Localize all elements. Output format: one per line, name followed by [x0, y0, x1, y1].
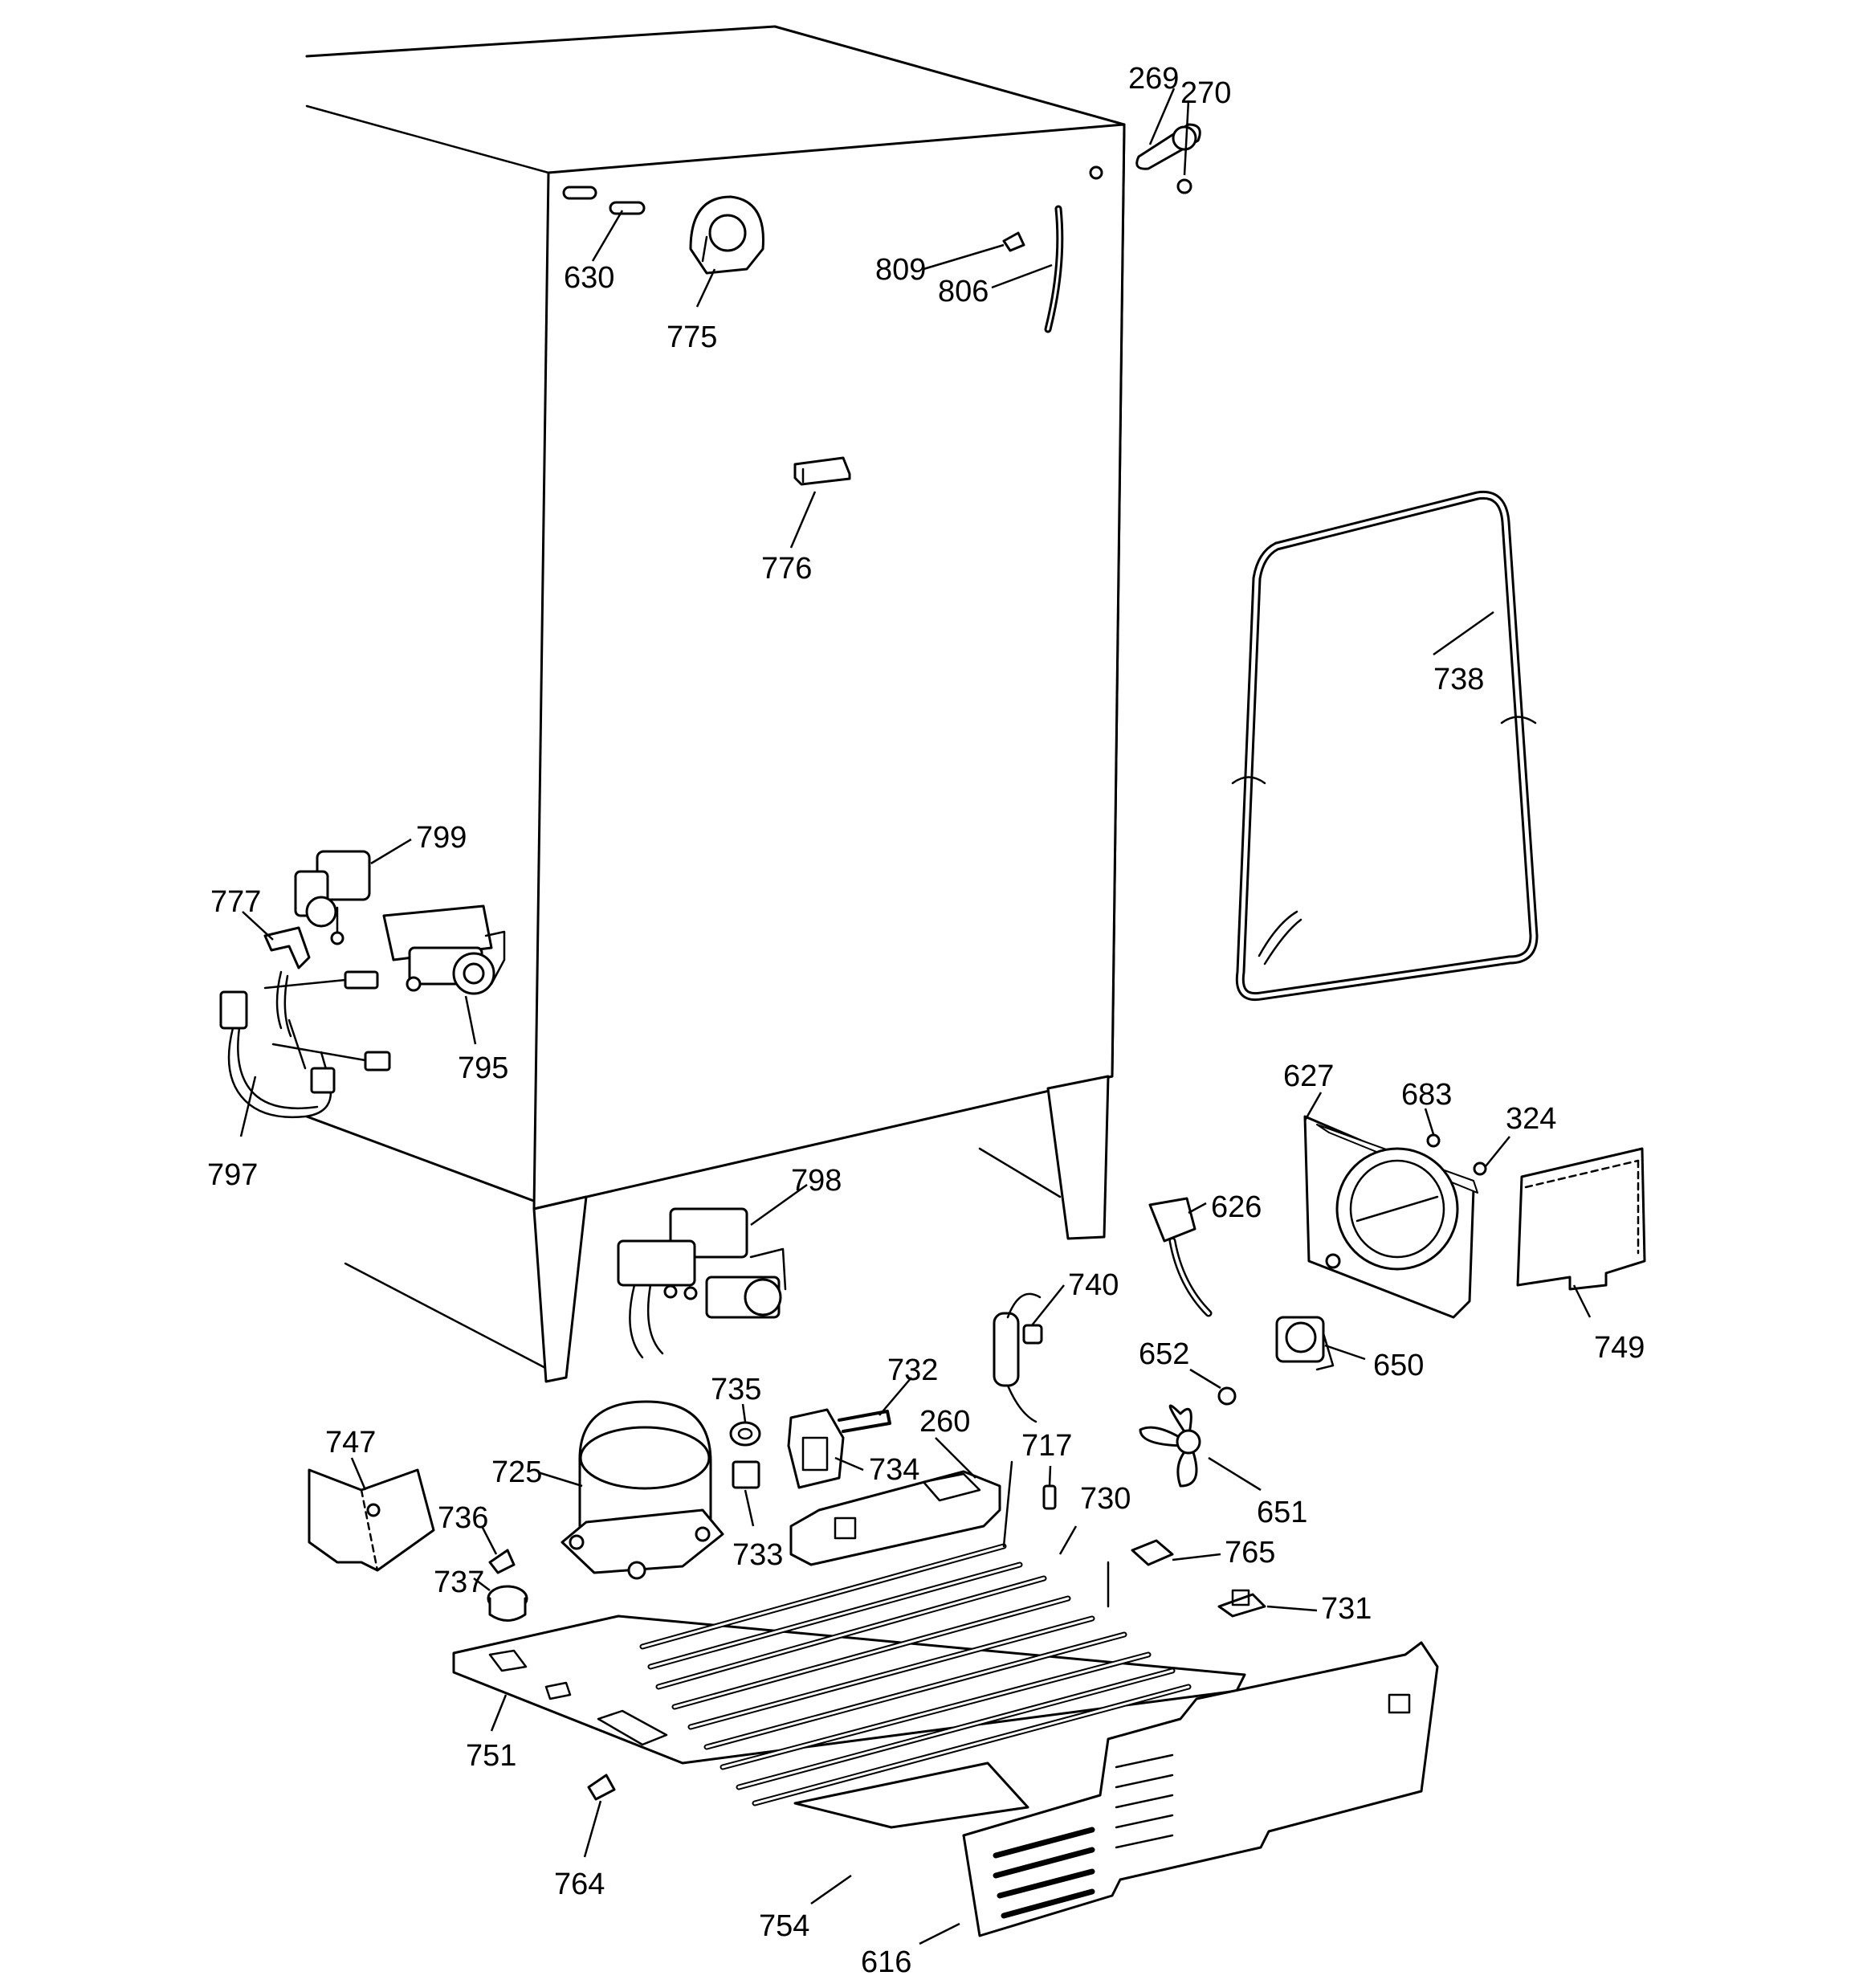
- callout-731: 731: [1321, 1592, 1372, 1626]
- part-269-cam: [1135, 123, 1201, 194]
- callout-738: 738: [1433, 663, 1484, 696]
- part-627-shroud: [1303, 1115, 1478, 1319]
- part-733-relay: [732, 1460, 760, 1489]
- callout-775: 775: [667, 320, 717, 354]
- callout-733: 733: [732, 1538, 783, 1572]
- part-737-grommet: [487, 1585, 528, 1622]
- part-731-bracket: [1217, 1589, 1266, 1618]
- callout-747: 747: [325, 1426, 376, 1459]
- callout-652: 652: [1139, 1337, 1189, 1371]
- callout-777: 777: [210, 885, 261, 919]
- callout-751: 751: [466, 1739, 516, 1773]
- part-630-slots: [562, 186, 646, 215]
- callout-730: 730: [1080, 1482, 1131, 1516]
- part-764-clip: [587, 1774, 616, 1801]
- part-799-valve: [294, 850, 371, 945]
- cabinet: [305, 25, 1126, 1383]
- part-806-tube: [1044, 205, 1064, 333]
- callout-764: 764: [554, 1868, 605, 1901]
- callout-626: 626: [1211, 1190, 1262, 1224]
- part-809-screw: [1002, 231, 1025, 252]
- callout-754: 754: [759, 1909, 809, 1943]
- callout-740: 740: [1068, 1268, 1119, 1302]
- part-324-screw: [1473, 1161, 1487, 1176]
- callout-736: 736: [438, 1501, 488, 1535]
- callout-630: 630: [564, 261, 614, 295]
- callout-627: 627: [1283, 1059, 1334, 1093]
- part-735-grommet: [729, 1421, 761, 1447]
- part-776-block: [793, 456, 851, 486]
- part-683-screw: [1426, 1133, 1441, 1148]
- part-795-valve: [382, 904, 506, 995]
- callout-749: 749: [1594, 1331, 1645, 1365]
- callout-717: 717: [1021, 1429, 1072, 1463]
- part-730-condenser: [639, 1460, 1192, 1806]
- leader-lines: [239, 88, 1592, 1945]
- callout-806: 806: [938, 275, 989, 308]
- callout-798: 798: [791, 1164, 842, 1198]
- part-777-bracket: [263, 926, 311, 970]
- callout-324: 324: [1506, 1102, 1556, 1136]
- callout-735: 735: [711, 1373, 761, 1406]
- part-740-capacitor: [993, 1292, 1043, 1423]
- part-732-bracket: [838, 1410, 891, 1433]
- callout-795: 795: [458, 1051, 508, 1085]
- callout-776: 776: [761, 552, 812, 586]
- callout-725: 725: [491, 1455, 542, 1489]
- callout-765: 765: [1225, 1536, 1275, 1570]
- part-734-overload: [787, 1408, 845, 1489]
- callout-734: 734: [869, 1453, 919, 1487]
- part-725-compressor: [561, 1400, 724, 1580]
- callout-260: 260: [919, 1405, 970, 1439]
- part-652-nut: [1217, 1386, 1237, 1406]
- callout-270: 270: [1180, 76, 1231, 110]
- callout-809: 809: [875, 253, 926, 287]
- callout-799: 799: [416, 821, 467, 855]
- part-738-heater-loop: [1231, 490, 1539, 1002]
- callout-797: 797: [207, 1158, 258, 1192]
- callout-737: 737: [434, 1565, 484, 1599]
- part-797-harness: [219, 970, 391, 1119]
- callout-651: 651: [1257, 1496, 1307, 1529]
- callouts: 269 270 630 775 809 806 776 738 799 777 …: [207, 62, 1645, 1979]
- part-616-grille: [962, 1641, 1439, 1937]
- part-651-fan-blade: [1139, 1404, 1201, 1488]
- part-749-panel: [1516, 1147, 1646, 1291]
- part-775-bracket: [689, 195, 764, 275]
- callout-683: 683: [1401, 1078, 1452, 1112]
- callout-616: 616: [861, 1945, 911, 1979]
- callout-732: 732: [887, 1353, 938, 1387]
- part-765-clip: [1131, 1539, 1174, 1566]
- part-747-cover: [308, 1468, 435, 1572]
- callout-650: 650: [1373, 1349, 1424, 1382]
- part-754-pad: [793, 1761, 1029, 1829]
- part-260-drain-pan: [789, 1470, 1001, 1566]
- part-650-motor: [1275, 1316, 1335, 1371]
- callout-269: 269: [1128, 62, 1179, 96]
- part-798-valve-assembly: [617, 1207, 787, 1359]
- part-717-clip: [1042, 1484, 1057, 1510]
- part-626-cord: [1148, 1197, 1213, 1317]
- part-736-clip: [488, 1549, 516, 1574]
